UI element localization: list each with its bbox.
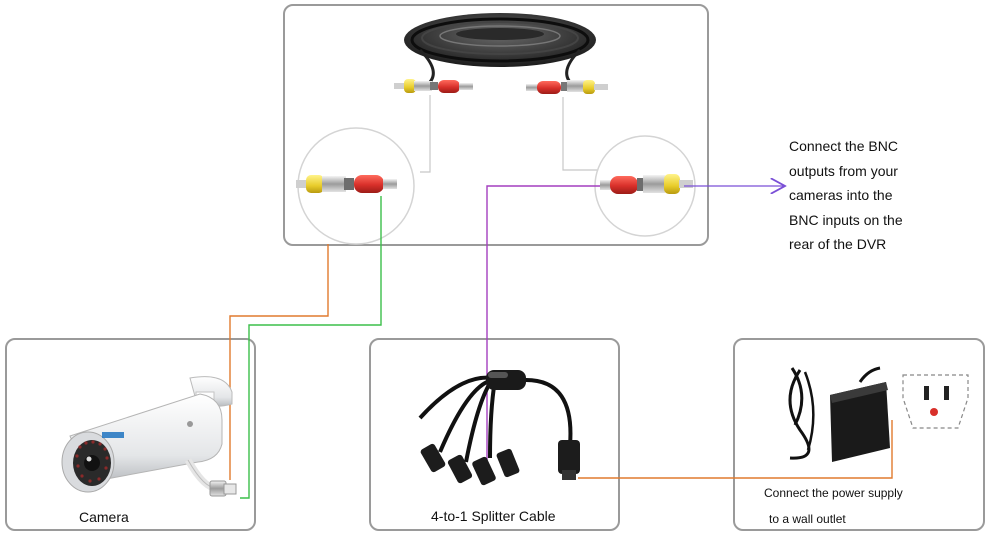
bnc-connector-icon <box>394 79 438 93</box>
coiled-cable-icon <box>404 13 596 83</box>
bnc-connector-icon <box>296 175 354 193</box>
power-instruction-line-2: to a wall outlet <box>769 512 846 526</box>
power-adapter-icon <box>788 366 890 462</box>
splitter-label: 4-to-1 Splitter Cable <box>431 508 556 524</box>
bnc-instruction-line: outputs from your <box>789 162 898 179</box>
bnc-instruction-line: Connect the BNC <box>789 138 898 154</box>
bnc-instruction-line: rear of the DVR <box>789 236 887 252</box>
dc-power-plug-icon <box>526 81 561 94</box>
power-wire-orange <box>578 420 893 479</box>
bnc-connector-icon <box>637 174 693 194</box>
wall-outlet-icon <box>902 374 969 429</box>
video-wire-orange <box>229 244 329 480</box>
dc-power-plug-icon <box>600 176 638 194</box>
bnc-wire-purple <box>486 185 600 470</box>
camera-label: Camera <box>79 509 129 525</box>
dc-power-plug-icon <box>438 80 473 93</box>
dc-power-plug-icon <box>354 175 397 193</box>
power-instruction-line-1: Connect the power supply <box>764 486 903 500</box>
splitter-cable-icon <box>418 370 580 486</box>
bnc-instructions: Connect the BNC outputs from your camera… <box>789 134 903 257</box>
security-camera-icon <box>61 376 237 497</box>
bnc-instruction-line: BNC inputs on the <box>789 211 903 228</box>
bnc-instruction-line: cameras into the <box>789 187 893 203</box>
power-wire-green <box>240 196 382 499</box>
bnc-connector-icon <box>561 80 608 94</box>
